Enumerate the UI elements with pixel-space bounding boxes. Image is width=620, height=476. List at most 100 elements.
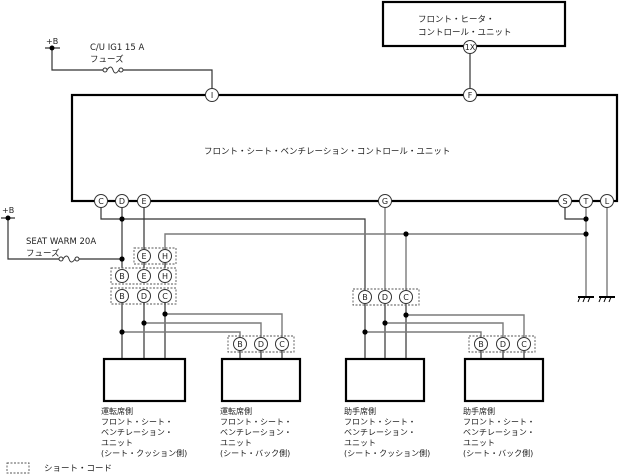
pin-passenger-cushion-label: B xyxy=(362,293,368,302)
pin-f: F xyxy=(463,88,477,102)
pin-passenger-cushion-label: C xyxy=(403,293,409,302)
seat-unit-label-line: 助手席側 xyxy=(344,406,376,416)
short-connector-row2 xyxy=(110,267,177,285)
ig-fuse-label-2: フューズ xyxy=(90,54,124,65)
seat-unit-label-line: フロント・シート・ xyxy=(101,418,173,427)
pin-row1: H xyxy=(158,249,172,263)
pin-bottom-s-label: S xyxy=(562,197,567,206)
pin-row2-label: H xyxy=(162,272,168,281)
seat-unit-label-line: ユニット xyxy=(220,439,252,448)
wire-s-to-t xyxy=(564,207,586,220)
ground-icon xyxy=(598,296,615,303)
driver-back-unit[interactable] xyxy=(220,357,302,403)
seat-unit-label-line: ベンチレーション・ xyxy=(344,428,416,437)
pin-1x-label: 1X xyxy=(465,43,476,52)
pin-passenger-back-label: D xyxy=(500,340,506,349)
pin-bottom-c-label: C xyxy=(98,197,104,206)
seat-unit-label-line: (シート・クッション側) xyxy=(344,448,430,458)
seat-unit-label-line: ベンチレーション・ xyxy=(220,428,292,437)
wire-ig1-feed xyxy=(51,48,104,71)
seat-unit-label-line: ベンチレーション・ xyxy=(101,428,173,437)
pin-row1-label: E xyxy=(141,252,146,261)
short-connector-row1 xyxy=(133,247,177,265)
pin-bottom-d-label: D xyxy=(119,197,125,206)
ground-icon xyxy=(577,296,594,303)
pin-bottom-e-label: E xyxy=(141,197,146,206)
pin-row1: E xyxy=(137,249,151,263)
ig-fuse-label: C/U IG1 15 A xyxy=(90,43,144,53)
pin-bottom-t: T xyxy=(579,194,593,208)
pin-passenger-back: B xyxy=(474,337,488,351)
pin-row2: H xyxy=(158,269,172,283)
wires xyxy=(7,48,608,358)
pin-passenger-back: C xyxy=(517,337,531,351)
battery-terminal-icon xyxy=(45,45,60,51)
wire-driver-back-d xyxy=(144,322,262,337)
pin-driver-back: C xyxy=(275,337,289,351)
pin-row2-label: B xyxy=(119,272,125,281)
seatwarm-fuse-label-2: フューズ xyxy=(26,248,60,259)
wire-c-bus xyxy=(100,207,366,290)
legend-short-connector-swatch xyxy=(6,462,30,474)
ground-symbols xyxy=(577,296,615,303)
pin-bottom-s: S xyxy=(558,194,572,208)
wire-driver-back-drops xyxy=(239,351,283,358)
pin-bottom-l: L xyxy=(600,194,614,208)
seat-unit-labels: 運転席側フロント・シート・ベンチレーション・ユニット(シート・クッション側)運転… xyxy=(101,406,535,458)
front-heater-control-unit[interactable] xyxy=(381,0,567,48)
pin-row2: B xyxy=(115,269,129,283)
heater-unit-label-2: コントロール・ユニット xyxy=(418,28,512,38)
seat-unit-label-line: ベンチレーション・ xyxy=(463,428,535,437)
seat-unit-label-line: ユニット xyxy=(344,439,376,448)
pin-passenger-cushion: D xyxy=(378,290,392,304)
short-connector-passenger-cushion xyxy=(352,288,420,306)
short-connector-driver-back xyxy=(227,335,295,353)
seat-unit-label-line: 運転席側 xyxy=(220,406,252,416)
pin-passenger-cushion: C xyxy=(399,290,413,304)
pin-row1-label: H xyxy=(162,252,168,261)
pin-row3: C xyxy=(158,289,172,303)
seat-unit-label-line: ユニット xyxy=(101,439,133,448)
wire-seatwarm-feed xyxy=(7,218,60,260)
pin-passenger-cushion: B xyxy=(358,290,372,304)
driver-cushion-unit[interactable] xyxy=(102,357,187,403)
wire-h-bus xyxy=(164,233,586,249)
seat-unit-label-line: ユニット xyxy=(463,439,495,448)
pin-bottom-g: G xyxy=(378,194,392,208)
pin-passenger-back-label: B xyxy=(478,340,484,349)
connector-pins: 1X I F C D E G S T L E H B E H B D C B D C B D C B D C xyxy=(94,40,614,351)
pin-row2-label: E xyxy=(141,272,146,281)
passenger-cushion-unit[interactable] xyxy=(344,357,426,403)
pin-f-label: F xyxy=(468,91,473,100)
pin-driver-back-label: C xyxy=(279,340,285,349)
short-connector-passenger-back xyxy=(468,335,536,353)
pin-bottom-l-label: L xyxy=(605,197,610,206)
wire-driver-back-c xyxy=(165,313,283,337)
pin-bottom-d: D xyxy=(115,194,129,208)
pin-bottom-e: E xyxy=(137,194,151,208)
fuse-icon xyxy=(58,255,80,263)
seat-unit-label-line: 運転席側 xyxy=(101,406,133,416)
wire-driver-back-b xyxy=(122,331,241,337)
pin-row3: D xyxy=(137,289,151,303)
short-connector-row3 xyxy=(110,287,177,305)
pin-passenger-back: D xyxy=(496,337,510,351)
pin-row2: E xyxy=(137,269,151,283)
pin-bottom-t-label: T xyxy=(583,197,589,206)
pin-passenger-cushion-label: D xyxy=(382,293,388,302)
wire-pass-back-b xyxy=(365,331,482,337)
passenger-back-unit[interactable] xyxy=(463,357,545,403)
battery-terminal-icon xyxy=(1,215,15,221)
pin-driver-back-label: D xyxy=(258,340,264,349)
pin-driver-back: D xyxy=(254,337,268,351)
pin-row3-label: D xyxy=(141,292,147,301)
seatwarm-fuse-label: SEAT WARM 20A xyxy=(26,237,96,247)
front-seat-ventilation-control-unit[interactable] xyxy=(70,93,619,203)
pin-row3-label: B xyxy=(119,292,125,301)
pin-driver-back-label: B xyxy=(237,340,243,349)
pin-i-label: I xyxy=(211,91,213,100)
seat-unit-label-line: (シート・バック側) xyxy=(220,448,290,458)
wire-pass-back-d xyxy=(385,322,504,337)
pin-passenger-back-label: C xyxy=(521,340,527,349)
